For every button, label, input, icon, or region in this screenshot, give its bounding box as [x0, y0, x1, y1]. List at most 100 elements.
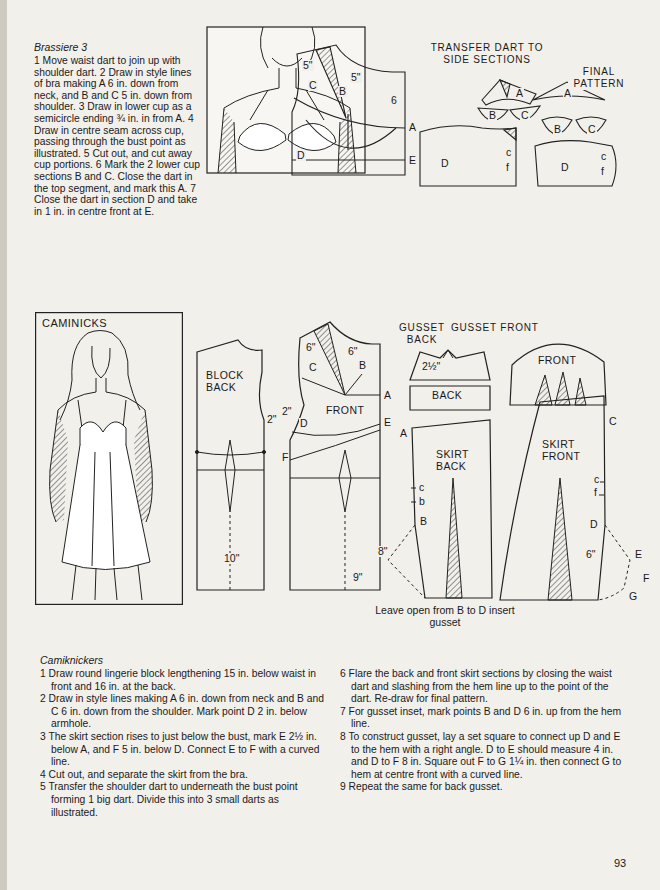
- label-holder: GUSSET FRONT: [451, 322, 539, 334]
- piece-outline-path: [410, 350, 490, 410]
- cup-piece: [576, 117, 606, 134]
- label-holder: FINAL PATTERN: [568, 66, 630, 90]
- piece-outline-path: [510, 344, 606, 405]
- point-label: B: [358, 360, 367, 371]
- point-label: D: [560, 162, 570, 173]
- label-holder: Brassiere 3: [34, 41, 87, 53]
- label-holder: D: [296, 150, 306, 161]
- point-label: A: [399, 428, 408, 439]
- label-holder: f: [600, 166, 605, 177]
- centre-seam: [347, 114, 348, 150]
- label-holder: 2½": [421, 361, 441, 372]
- point-label: D: [296, 150, 306, 161]
- label-holder: f: [505, 162, 510, 173]
- piece-outline-path: [197, 340, 264, 590]
- point-label: A: [383, 390, 392, 401]
- point-label: 5": [350, 72, 362, 83]
- label-holder: E: [634, 549, 643, 560]
- diagram-heading: TRANSFER DART TO SIDE SECTIONS: [420, 42, 554, 66]
- piece-outline: [408, 349, 492, 411]
- closed-dart: [504, 128, 516, 140]
- binding-shadow: [0, 0, 7, 890]
- diagram-heading: GUSSET BACK: [398, 322, 446, 346]
- cup-piece: [510, 106, 540, 120]
- label-holder: c: [418, 482, 425, 493]
- point-label: c: [600, 151, 607, 162]
- point-label: C: [608, 416, 618, 427]
- hair-line: [260, 27, 268, 68]
- page-number: 93: [614, 857, 626, 869]
- point-label: C: [587, 124, 597, 135]
- cup-piece: [542, 117, 572, 134]
- gusset-outline: [598, 525, 630, 600]
- label-holder: 9": [352, 572, 364, 583]
- flare-wedge: [548, 478, 572, 600]
- point-label: C: [308, 80, 318, 91]
- label-holder: B: [488, 110, 497, 121]
- point-label: E: [383, 417, 392, 428]
- piece-outline: [508, 335, 608, 407]
- label-holder: F: [642, 573, 650, 584]
- instruction-step: 4 Cut out, and separate the skirt from t…: [40, 769, 325, 782]
- label-holder: D: [560, 162, 570, 173]
- point-label: 5": [302, 60, 314, 71]
- closed-dart: [500, 80, 510, 97]
- instruction-text: 1 Move waist dart to join up with should…: [34, 55, 202, 217]
- piece-outline: [288, 321, 381, 591]
- piece-name: FRONT: [538, 354, 583, 366]
- label-holder: 10": [223, 553, 240, 564]
- piece-name: BACK: [432, 389, 472, 401]
- pattern-piece: BACK: [408, 349, 492, 411]
- label-holder: c: [600, 151, 607, 162]
- instruction-step: 6 Flare the back and front skirt section…: [340, 668, 625, 706]
- point-label: 2": [281, 406, 293, 417]
- label-holder: D: [440, 158, 450, 169]
- pattern-piece: FRONT: [288, 321, 381, 591]
- point-label: c: [418, 482, 425, 493]
- pattern-piece: [420, 126, 516, 186]
- arm-line: [234, 122, 340, 173]
- label-holder: C: [308, 80, 318, 91]
- point-label: B: [338, 86, 347, 97]
- label-holder: D: [589, 519, 599, 530]
- pattern-piece: [535, 141, 616, 186]
- label-holder: c: [505, 147, 512, 158]
- waist-line: [292, 159, 405, 160]
- piece-outline: [498, 395, 608, 602]
- point-label: C: [308, 362, 318, 373]
- label-holder: TRANSFER DART TO SIDE SECTIONS: [420, 42, 554, 66]
- label-holder: A: [399, 428, 408, 439]
- piece-name: BLOCK BACK: [206, 369, 254, 393]
- point-label: b: [418, 496, 426, 507]
- arm-shading: [50, 410, 68, 522]
- label-holder: G: [628, 591, 638, 602]
- label-holder: b: [418, 496, 426, 507]
- point-label: F: [642, 573, 650, 584]
- label-holder: f: [593, 487, 598, 498]
- piece-name: SKIRT FRONT: [542, 438, 588, 462]
- lower-cup-line: [306, 120, 396, 148]
- label-holder: C: [587, 124, 597, 135]
- point-label: E: [408, 155, 417, 166]
- waist-dart: [225, 440, 235, 512]
- pattern-piece: SKIRT BACK: [408, 419, 494, 600]
- point-label: B: [553, 124, 562, 135]
- point-label: f: [600, 166, 605, 177]
- point-label: F: [281, 452, 289, 463]
- label-holder: 2": [266, 414, 278, 425]
- label-holder: A: [515, 88, 524, 99]
- text-column: 1 Draw round lingerie block lengthening …: [40, 668, 325, 819]
- label-holder: 5": [350, 72, 362, 83]
- label-holder: E: [408, 155, 417, 166]
- point-label: 6": [585, 549, 597, 560]
- instruction-step: 1 Draw round lingerie block lengthening …: [40, 668, 325, 693]
- bra-strap: [250, 90, 324, 120]
- label-holder: B: [553, 124, 562, 135]
- label-holder: Camiknickers: [40, 654, 103, 666]
- label-holder: A: [563, 88, 572, 99]
- label-holder: 6": [585, 549, 597, 560]
- waist-dart: [339, 450, 351, 512]
- point-label: D: [440, 158, 450, 169]
- point-label: B: [419, 516, 428, 527]
